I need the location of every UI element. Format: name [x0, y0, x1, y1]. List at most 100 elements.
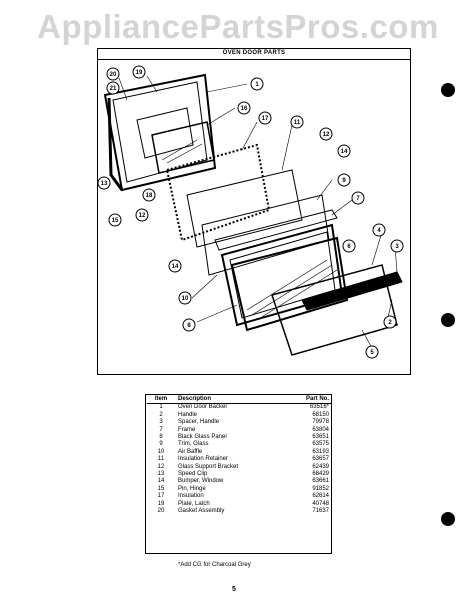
handle: [301, 271, 403, 311]
callout: 17: [258, 111, 272, 125]
callout: 19: [132, 65, 146, 79]
item-number: 3: [159, 419, 163, 426]
inner-glass: [151, 121, 215, 174]
item-description: Insulation: [178, 493, 204, 500]
header-part-no: Part No.: [296, 396, 332, 405]
item-description: Glass Support Bracket: [178, 463, 239, 470]
svg-text:6: 6: [347, 244, 351, 250]
door-window-opening: [136, 107, 194, 159]
door-backer-outline: [103, 73, 217, 192]
outer-door-panel: [271, 264, 398, 356]
table-row: 3 Spacer, Handle 79978: [147, 419, 332, 426]
item-description: Air Baffle: [178, 448, 203, 455]
table-row: 17 Insulation 62614: [147, 493, 332, 500]
gasket-assembly: [107, 97, 124, 191]
item-part-number: 68150: [312, 411, 329, 418]
svg-text:18: 18: [146, 193, 153, 199]
page-number: 5: [232, 586, 236, 593]
svg-text:19: 19: [136, 70, 143, 76]
item-number: 8: [159, 434, 163, 441]
item-number: 9: [159, 441, 163, 448]
item-part-number: 63651: [312, 434, 329, 441]
exploded-view-drawing: 20 21 19 1 16 17 11 12 14 13 18 15 12 14…: [97, 65, 404, 359]
item-part-number: 71637: [312, 508, 329, 515]
item-description: Plate, Latch: [178, 500, 210, 507]
binder-hole: [441, 313, 455, 327]
item-description: Insulation Retainer: [178, 456, 229, 463]
svg-text:11: 11: [294, 120, 301, 126]
item-number: 19: [157, 500, 165, 507]
header-description: Description: [175, 396, 296, 405]
callout: 15: [108, 213, 122, 227]
svg-text:20: 20: [110, 72, 117, 78]
table-row: 9 Trim, Glass 63575: [147, 441, 332, 448]
svg-text:8: 8: [187, 323, 191, 329]
callout: 16: [237, 101, 251, 115]
item-part-number: 63575: [312, 441, 329, 448]
svg-text:3: 3: [395, 244, 399, 250]
item-part-number: 79978: [312, 419, 329, 426]
item-part-number: 63657: [312, 456, 329, 463]
diagram-title: OVEN DOOR PARTS: [222, 50, 286, 56]
callout: 21: [106, 81, 120, 95]
item-part-number: 91852: [312, 485, 329, 492]
callout: 9: [337, 173, 351, 187]
item-description: Bumper, Window: [178, 478, 224, 485]
callout: 13: [97, 176, 111, 190]
item-number: 1: [159, 404, 163, 411]
svg-text:16: 16: [241, 106, 248, 112]
item-part-number: 63804: [312, 426, 329, 433]
item-number: 2: [159, 411, 163, 418]
svg-text:15: 15: [112, 218, 119, 224]
callout: 12: [319, 127, 333, 141]
footnote: *Add CG for Charcoal Grey: [178, 562, 251, 568]
callout: 20: [106, 67, 120, 81]
item-description: Handle: [178, 411, 198, 418]
callout: 12: [135, 208, 149, 222]
svg-text:17: 17: [262, 116, 269, 122]
binder-hole: [441, 512, 455, 526]
callout: 1: [250, 77, 264, 91]
item-description: Speed Clip: [178, 471, 208, 478]
svg-text:13: 13: [101, 181, 108, 187]
svg-text:21: 21: [110, 86, 117, 92]
callout: 7: [351, 191, 365, 205]
callout: 6: [342, 239, 356, 253]
callout: 14: [168, 259, 182, 273]
header-item: Item: [147, 396, 175, 405]
table-row: 19 Plate, Latch 40748: [147, 501, 332, 508]
svg-text:9: 9: [342, 178, 346, 184]
svg-text:4: 4: [377, 228, 381, 234]
item-description: Spacer, Handle: [178, 419, 220, 426]
svg-text:12: 12: [323, 132, 330, 138]
item-part-number: 63661: [312, 478, 329, 485]
callout: 2: [383, 315, 397, 329]
parts-table-box: [145, 394, 332, 554]
callout: 10: [178, 291, 192, 305]
door-backer-inner: [112, 81, 208, 183]
svg-text:7: 7: [356, 196, 360, 202]
item-description: Trim, Glass: [178, 441, 209, 448]
black-glass-panel: [230, 236, 349, 332]
item-part-number: 40748: [312, 500, 329, 507]
item-description: Pin, Hinge: [178, 485, 206, 492]
item-part-number: 62614: [312, 493, 329, 500]
insulation: [165, 143, 271, 242]
item-number: 20: [157, 508, 165, 515]
callout: 4: [372, 223, 386, 237]
callout: 11: [290, 115, 304, 129]
watermark: AppliancePartsPros.com: [37, 8, 439, 45]
item-part-number: 68429: [312, 471, 329, 478]
svg-text:1: 1: [255, 82, 259, 88]
item-number: 17: [157, 493, 165, 500]
callout: 14: [337, 144, 351, 158]
binder-hole: [441, 83, 455, 97]
item-number: 12: [157, 463, 165, 470]
item-part-number: 63516*: [309, 404, 329, 411]
